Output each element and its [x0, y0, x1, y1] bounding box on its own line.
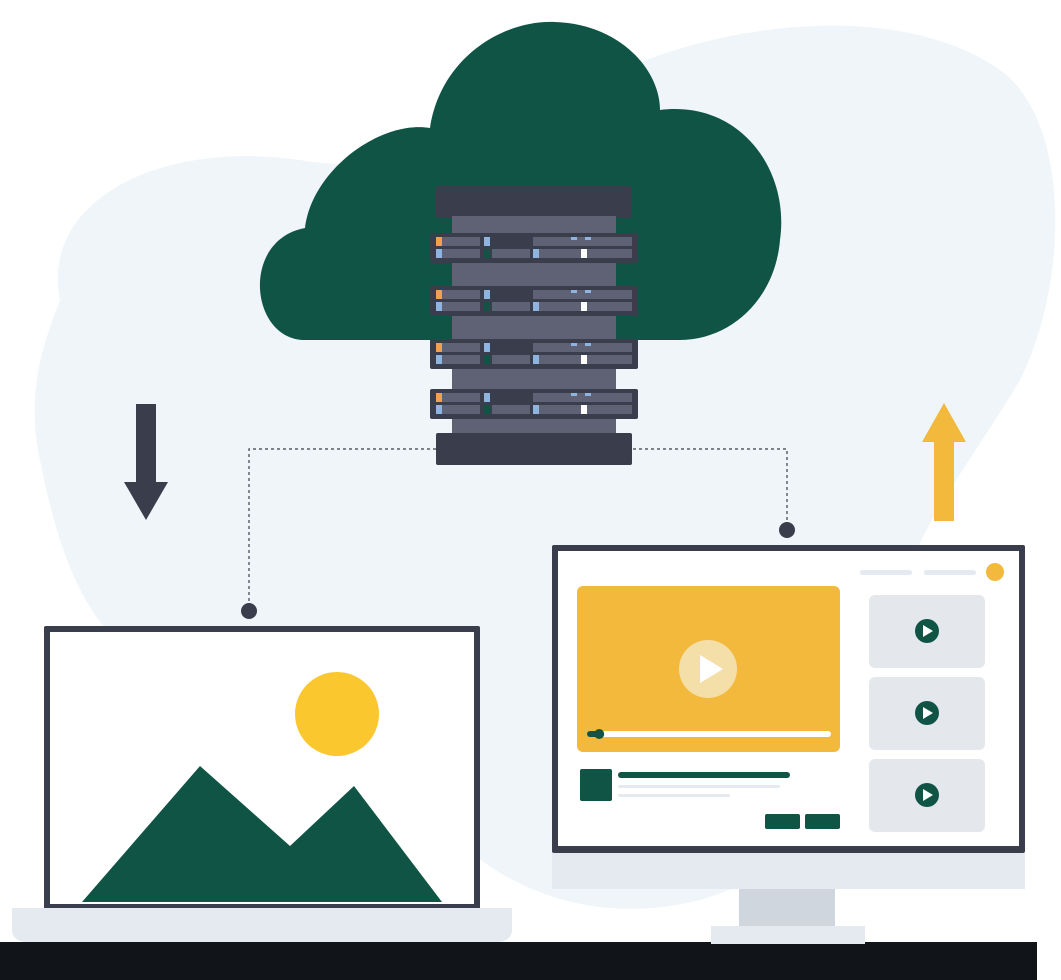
indicator-light [571, 393, 577, 396]
status-led-blue [484, 343, 490, 352]
server-unit [430, 389, 638, 419]
status-led-white [581, 355, 587, 364]
status-led-orange [436, 343, 442, 352]
drive-bay [436, 355, 480, 364]
play-triangle [923, 707, 933, 719]
drive-bay [492, 249, 530, 258]
laptop [12, 626, 512, 942]
server-unit [430, 339, 638, 369]
connector-dot-left [241, 603, 257, 619]
status-led-blue [436, 249, 442, 258]
indicator-light [585, 237, 591, 240]
monitor-stand-neck [739, 889, 835, 927]
status-led-orange [436, 393, 442, 402]
server-unit [430, 286, 638, 316]
server-units [430, 233, 638, 419]
progress-handle[interactable] [594, 729, 605, 739]
status-led-orange [436, 290, 442, 299]
status-led-green [484, 302, 490, 311]
drive-bay [533, 290, 632, 299]
drive-bay [533, 343, 632, 352]
laptop-base [12, 908, 512, 942]
header-bar-1 [860, 570, 912, 575]
connector-left [248, 448, 436, 605]
video-thumbnail[interactable] [869, 677, 985, 750]
action-button-2[interactable] [805, 814, 840, 829]
indicator-light [571, 237, 577, 240]
indicator-light [585, 290, 591, 293]
server-unit [430, 233, 638, 263]
channel-avatar [580, 769, 612, 801]
drive-bay [436, 405, 480, 414]
status-led-blue [484, 290, 490, 299]
video-thumbnail[interactable] [869, 595, 985, 668]
status-led-blue [436, 405, 442, 414]
avatar[interactable] [986, 563, 1004, 581]
status-led-white [581, 405, 587, 414]
status-led-white [581, 249, 587, 258]
connector-lines [241, 448, 795, 619]
drive-bay [492, 355, 530, 364]
drive-bay [436, 290, 480, 299]
cloud-icon [259, 21, 782, 341]
sun-icon [295, 672, 379, 756]
arrow-down-icon [124, 404, 168, 520]
status-led-blue [533, 249, 539, 258]
connector-dot-right [779, 522, 795, 538]
drive-bay [492, 405, 530, 414]
status-led-blue [484, 393, 490, 402]
status-led-blue [436, 355, 442, 364]
ground-bar [0, 942, 1037, 980]
status-led-green [484, 249, 490, 258]
status-led-white [581, 302, 587, 311]
play-icon [700, 655, 723, 683]
desktop-monitor [552, 545, 1025, 944]
status-led-blue [533, 405, 539, 414]
drive-bay [492, 302, 530, 311]
drive-bay [436, 249, 480, 258]
status-led-blue [484, 237, 490, 246]
monitor-stand-foot [711, 926, 865, 944]
play-triangle [923, 789, 933, 801]
drive-bay [436, 237, 480, 246]
status-led-blue [533, 355, 539, 364]
video-meta-line-2 [618, 794, 730, 797]
action-button-1[interactable] [765, 814, 800, 829]
server-bottom-cap [436, 433, 632, 465]
drive-bay [533, 237, 632, 246]
play-triangle [923, 625, 933, 637]
status-led-blue [533, 302, 539, 311]
drive-bay [533, 393, 632, 402]
indicator-light [571, 290, 577, 293]
drive-bay [436, 393, 480, 402]
status-led-orange [436, 237, 442, 246]
video-thumbnail[interactable] [869, 759, 985, 832]
indicator-light [585, 343, 591, 346]
header-bar-2 [924, 570, 976, 575]
video-thumbnail-list [869, 595, 985, 832]
monitor-chin [552, 853, 1025, 889]
server-top-cap [436, 186, 632, 218]
progress-track[interactable] [587, 731, 831, 737]
status-led-blue [436, 302, 442, 311]
mountains-icon [82, 766, 442, 902]
video-meta-line-1 [618, 785, 780, 788]
arrow-up-icon [922, 403, 966, 521]
video-title-line [618, 772, 790, 778]
status-led-green [484, 355, 490, 364]
status-led-green [484, 405, 490, 414]
indicator-light [585, 393, 591, 396]
indicator-light [571, 343, 577, 346]
server-rack-icon [430, 186, 638, 465]
drive-bay [436, 343, 480, 352]
drive-bay [436, 302, 480, 311]
